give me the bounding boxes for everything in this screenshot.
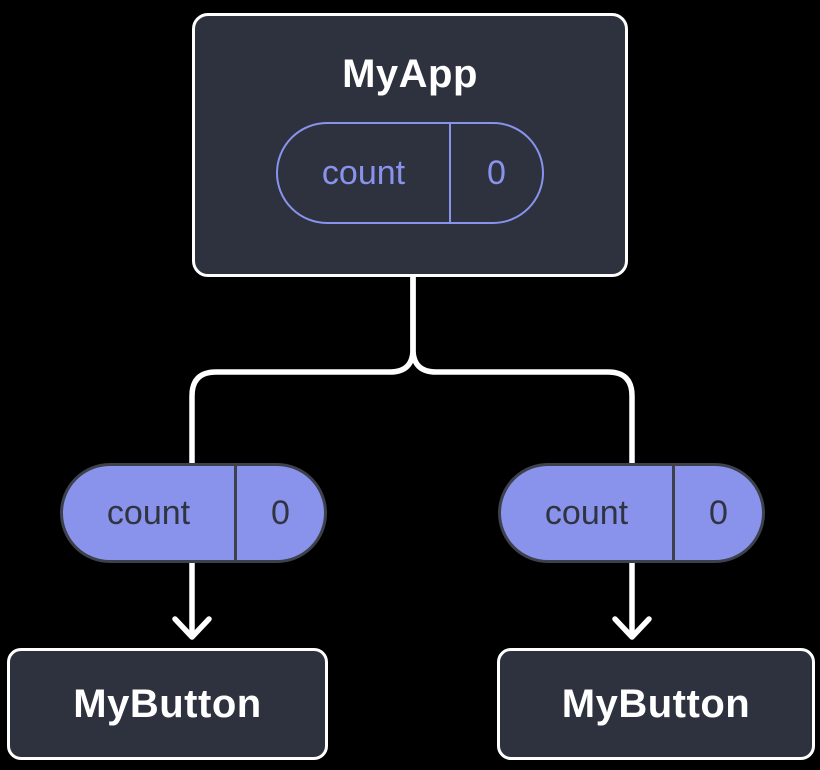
prop-pill-value: 0 bbox=[672, 466, 762, 560]
button-node-left: MyButton bbox=[7, 648, 328, 760]
arrow-down-icon bbox=[612, 616, 652, 640]
app-state-pill: count 0 bbox=[276, 122, 544, 224]
prop-pill-label: count bbox=[544, 494, 629, 532]
arrow-down-icon bbox=[172, 616, 212, 640]
connector-right-branch bbox=[410, 274, 635, 636]
button-node-right: MyButton bbox=[497, 648, 815, 760]
state-pill-label: count bbox=[321, 154, 406, 192]
button-node-title: MyButton bbox=[73, 682, 262, 726]
prop-pill-value: 0 bbox=[234, 466, 324, 560]
state-pill-value: 0 bbox=[449, 124, 542, 222]
app-node-title: MyApp bbox=[342, 52, 478, 96]
prop-pill-right: count 0 bbox=[498, 463, 765, 563]
app-node: MyApp count 0 bbox=[192, 13, 628, 277]
button-node-title: MyButton bbox=[561, 682, 751, 726]
prop-pill-label: count bbox=[106, 494, 191, 532]
connector-left-branch bbox=[189, 274, 416, 636]
prop-pill-left: count 0 bbox=[60, 463, 327, 563]
